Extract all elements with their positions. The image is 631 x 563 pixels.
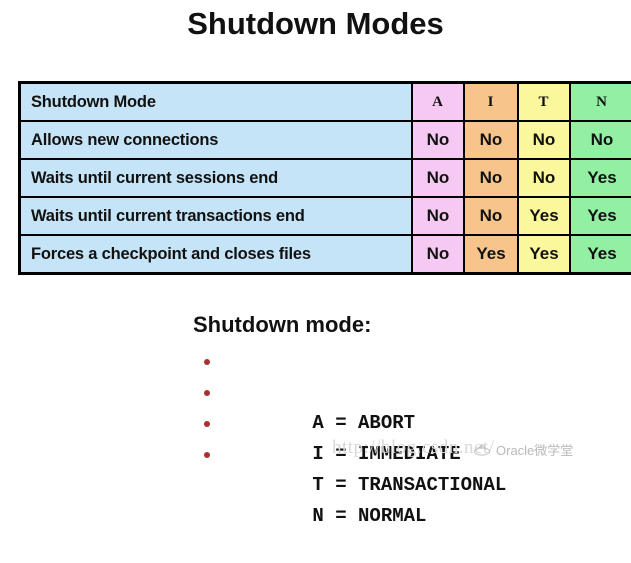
- bullet-icon: [204, 421, 210, 427]
- table-row: Forces a checkpoint and closes files No …: [20, 235, 631, 274]
- cell-a: No: [412, 235, 464, 274]
- cell-t: No: [518, 121, 570, 159]
- column-header-i: I: [464, 83, 518, 122]
- bullet-icon: [204, 390, 210, 396]
- cell-n: Yes: [570, 235, 631, 274]
- legend-item-text: N = NORMAL: [312, 505, 426, 527]
- table-header-row: Shutdown Mode A I T N: [20, 83, 631, 122]
- page-title: Shutdown Modes: [0, 6, 631, 42]
- row-label: Forces a checkpoint and closes files: [20, 235, 413, 274]
- cell-a: No: [412, 121, 464, 159]
- cell-t: Yes: [518, 235, 570, 274]
- legend-item: T = TRANSACTIONAL: [198, 408, 506, 439]
- column-header-t: T: [518, 83, 570, 122]
- url-watermark: http://blog.csdn.net/: [332, 437, 495, 459]
- cell-n: Yes: [570, 159, 631, 197]
- brand-watermark: Oracle微学堂: [472, 440, 573, 459]
- oracle-logo-icon: [472, 443, 492, 457]
- cell-i: No: [464, 159, 518, 197]
- table-header-label: Shutdown Mode: [20, 83, 413, 122]
- column-header-a: A: [412, 83, 464, 122]
- cell-t: No: [518, 159, 570, 197]
- bullet-icon: [204, 359, 210, 365]
- cell-a: No: [412, 197, 464, 235]
- cell-t: Yes: [518, 197, 570, 235]
- table-row: Waits until current sessions end No No N…: [20, 159, 631, 197]
- cell-a: No: [412, 159, 464, 197]
- brand-watermark-text: Oracle微学堂: [496, 440, 573, 459]
- row-label: Waits until current sessions end: [20, 159, 413, 197]
- bullet-icon: [204, 452, 210, 458]
- cell-i: Yes: [464, 235, 518, 274]
- shutdown-modes-table: Shutdown Mode A I T N Allows new connect…: [18, 81, 631, 275]
- column-header-n: N: [570, 83, 631, 122]
- row-label: Allows new connections: [20, 121, 413, 159]
- cell-n: Yes: [570, 197, 631, 235]
- table-row: Allows new connections No No No No: [20, 121, 631, 159]
- cell-i: No: [464, 197, 518, 235]
- row-label: Waits until current transactions end: [20, 197, 413, 235]
- cell-i: No: [464, 121, 518, 159]
- legend-heading: Shutdown mode:: [193, 312, 371, 338]
- table-row: Waits until current transactions end No …: [20, 197, 631, 235]
- legend-item: A = ABORT: [198, 346, 506, 377]
- legend-item: I = IMMEDIATE: [198, 377, 506, 408]
- cell-n: No: [570, 121, 631, 159]
- legend-item-text: T = TRANSACTIONAL: [312, 474, 506, 496]
